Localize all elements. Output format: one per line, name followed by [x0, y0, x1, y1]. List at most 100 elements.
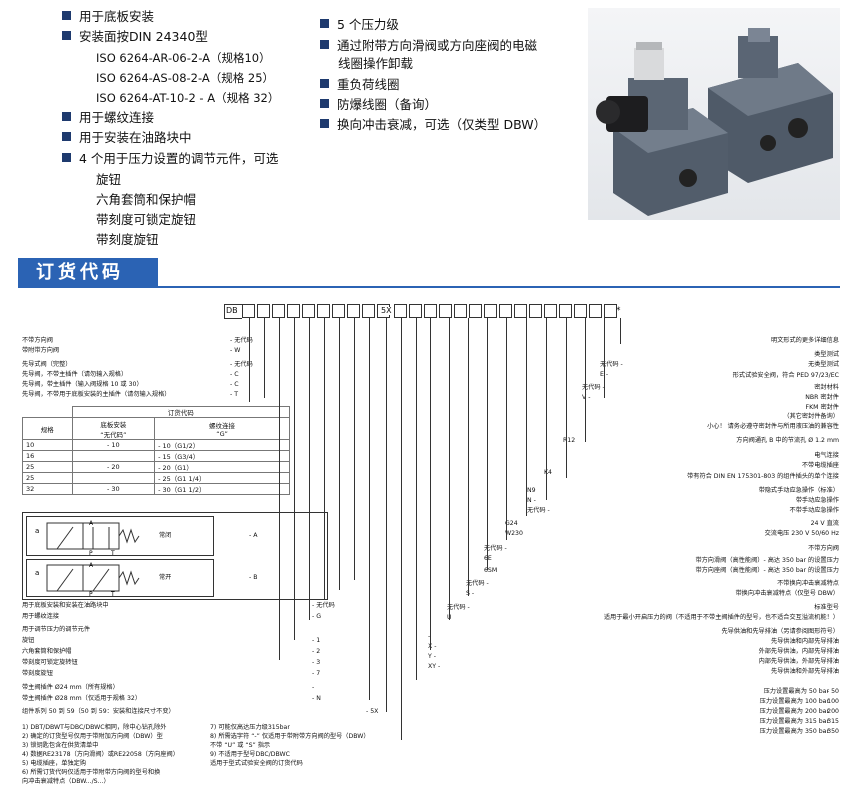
adjust-item: 六角套筒和保护帽: [96, 192, 197, 207]
option-text: 用于底板安装和安装在油路块中: [22, 602, 109, 609]
option-text: （其它密封件备询）: [783, 413, 839, 420]
code-box: [287, 304, 300, 318]
code-box: [257, 304, 270, 318]
code-series: 5X: [381, 306, 392, 315]
product-photo: [588, 8, 840, 220]
option-text: 压力设置最高为 100 bar: [759, 698, 829, 705]
option-text: 用于调节压力的调节元件: [22, 626, 91, 633]
code-value: X -: [428, 643, 437, 650]
option-text: 带附带方向阀: [22, 347, 60, 354]
code-box: [302, 304, 315, 318]
option-text: 旋钮: [22, 637, 35, 644]
option-text: 不带手动应急操作: [789, 507, 840, 514]
code-box: [347, 304, 360, 318]
code-line: [224, 318, 242, 319]
footnote: 6) 所需订货代码仅适用于带附带方向阀的型号和换: [22, 769, 161, 776]
code-box: [332, 304, 345, 318]
option-text: 先导阀，不带主插件（请勿输入规格）: [22, 371, 128, 378]
table-row: 32- 30- 30（G1 1/2）: [22, 483, 290, 495]
bullet-icon: [320, 19, 329, 28]
option-code: - 无代码: [312, 602, 335, 609]
option-text: NBR 密封件: [805, 394, 839, 401]
feature-item: 通过附带方向滑阀或方向座阀的电磁: [320, 37, 537, 55]
option-text: 交流电压 230 V 50/60 Hz: [764, 530, 839, 537]
adjust-item: 带刻度旋钮: [96, 232, 159, 247]
option-text: 类型测试: [814, 351, 839, 358]
code-box: [317, 304, 330, 318]
symbol-code: - B: [249, 574, 258, 581]
svg-text:A: A: [89, 562, 94, 569]
connector: [324, 318, 325, 600]
connector: [526, 318, 527, 516]
feature-item: 防爆线圈（备询）: [320, 96, 437, 114]
option-text: 带刻度旋钮: [22, 670, 53, 677]
code-box: [514, 304, 527, 318]
adjust-item: 带刻度可锁定旋钮: [96, 212, 197, 227]
option-code: - 5X: [366, 708, 379, 715]
code-key: -: [428, 633, 430, 641]
table-header-thread: 螺纹连接 “G”: [154, 417, 290, 440]
option-code: - 350: [822, 728, 839, 735]
option-text: 先导供油和内部先导排油: [770, 638, 839, 645]
option-text: 带主阀插件 Ø28 mm（仅适用于规格 32）: [22, 695, 142, 702]
code-line: [224, 304, 242, 305]
connector: [604, 318, 605, 398]
option-text: 外部先导供油，内部先导排油: [758, 648, 839, 655]
footnote: 5) 电缆插座，单独定购: [22, 760, 87, 767]
footnote: 不带 “U” 或 “S” 指示: [210, 742, 271, 749]
connector: [354, 318, 355, 580]
footnote: 4) 数据RE23178（方向滑阀）或RE22058（方向座阀）: [22, 751, 179, 758]
option-code: - 7: [312, 670, 321, 677]
option-code: - 1: [312, 637, 321, 644]
table-header-size: 规格: [22, 417, 73, 440]
code-box: [409, 304, 422, 318]
connector: [294, 318, 295, 640]
code-key: 无代码 -: [466, 580, 489, 587]
bullet-icon: [320, 40, 329, 49]
symbol-label: 常开: [159, 574, 172, 581]
option-text: 带隐式手动应急操作（标准）: [758, 487, 839, 494]
code-key: 无代码 -: [600, 361, 623, 368]
option-text: 带刻度可锁定旋转钮: [22, 659, 78, 666]
code-box: [439, 304, 452, 318]
table-row: 10- 10- 10（G1/2）: [22, 439, 290, 451]
iso-line: ISO 6264-AT-10-2 - A（规格 32）: [96, 91, 280, 105]
symbol-code: - A: [249, 532, 258, 539]
code-box: [242, 304, 255, 318]
option-text: 不带方向阀: [808, 545, 839, 552]
code-box: [454, 304, 467, 318]
connector: [566, 318, 567, 478]
option-text: 带主阀插件 Ø24 mm（所有规格）: [22, 684, 119, 691]
connector: [401, 318, 402, 740]
code-key: 6SM: [484, 567, 498, 574]
footnote: 3) 锁钥匙包含在供货清单中: [22, 742, 99, 749]
option-text: 不带电缆插座: [801, 462, 839, 469]
option-text: 方向阀通孔 B 中的节流孔 Ø 1.2 mm: [736, 437, 839, 444]
option-code: - 2: [312, 648, 321, 655]
code-value: W230: [505, 530, 523, 537]
bullet-icon: [62, 11, 71, 20]
table-title: 订货代码: [71, 406, 291, 418]
connector: [487, 318, 488, 570]
option-text: 带手动应急操作: [795, 497, 839, 504]
option-text: 压力设置最高为 50 bar: [763, 688, 829, 695]
feature-item: 5 个压力级: [320, 16, 399, 34]
code-box: [499, 304, 512, 318]
code-box: [529, 304, 542, 318]
connector: [620, 318, 621, 344]
connector: [546, 318, 547, 500]
feature-item: 用于底板安装: [62, 8, 154, 26]
bullet-icon: [62, 132, 71, 141]
code-value: N -: [527, 497, 536, 504]
bullet-icon: [320, 119, 329, 128]
footnote: 8) 所需选字符 “-” 仅适用于带附带方向阀的型号（DBW）: [210, 733, 370, 740]
iso-line: ISO 6264-AR-06-2-A（规格10）: [96, 51, 271, 65]
feature-wrap: 线圈操作卸载: [338, 56, 414, 71]
option-text: 带有符合 DIN EN 175301-803 的组件插头的单个连接: [687, 473, 839, 480]
svg-text:a: a: [35, 527, 39, 535]
option-text: 用于螺纹连接: [22, 613, 60, 620]
footnote: 9) 不适用于型号DBC/DBWC: [210, 751, 290, 758]
footnote: 适用于型式试验安全阀的订货代码: [210, 760, 303, 767]
option-code: -: [312, 684, 315, 691]
option-text: 密封材料: [814, 384, 839, 391]
